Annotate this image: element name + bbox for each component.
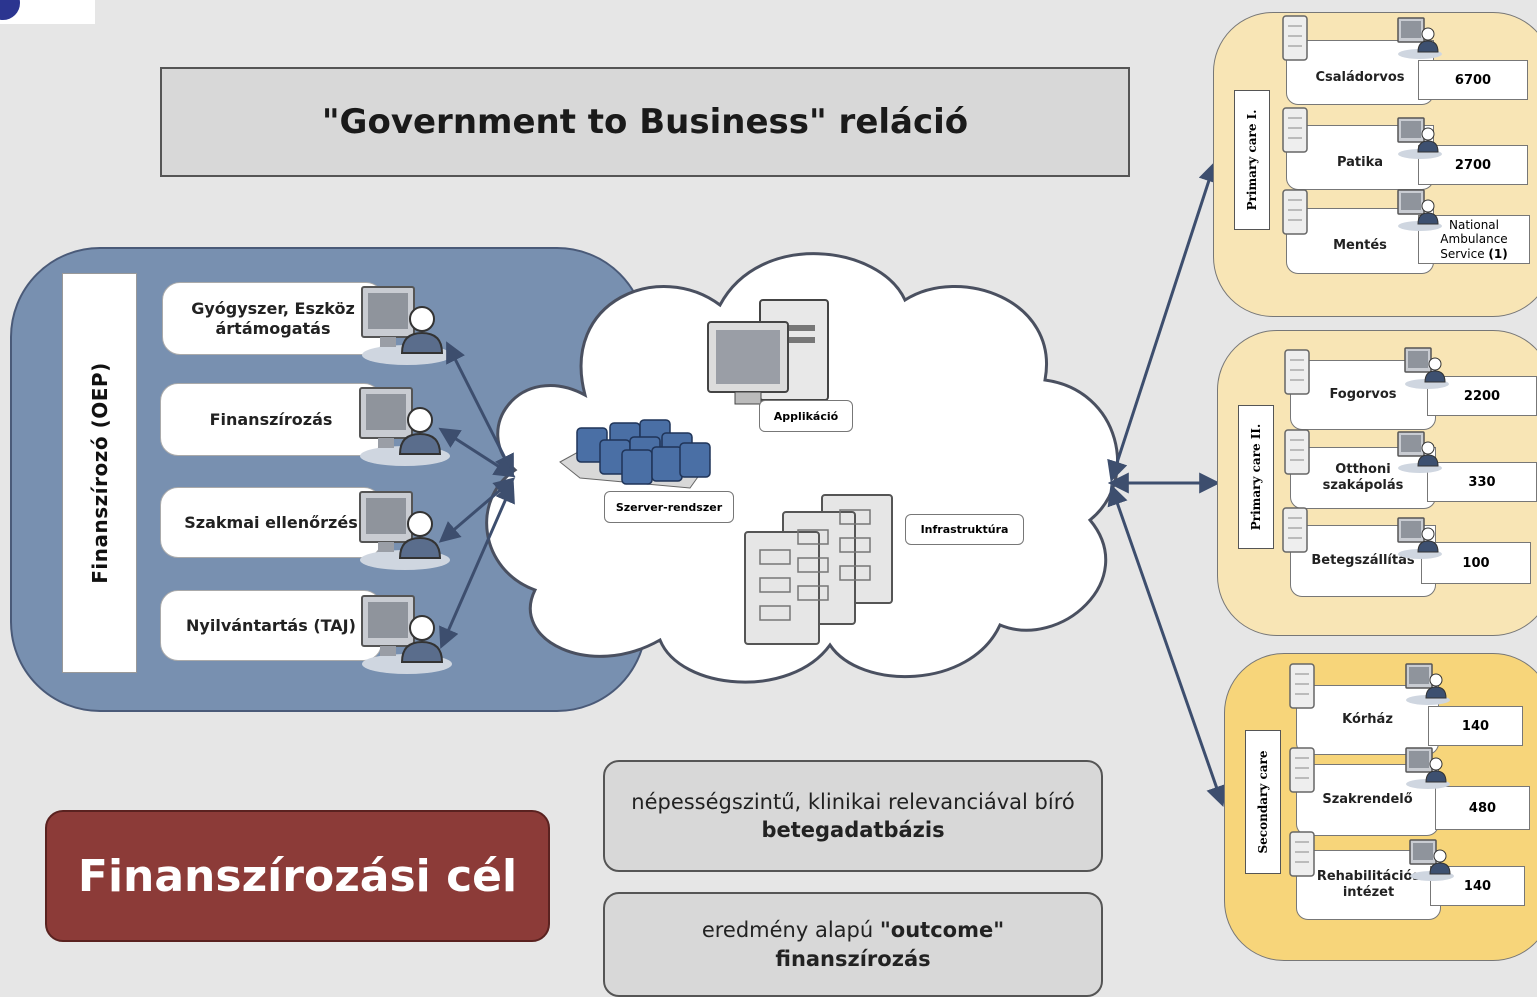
server-icon bbox=[1282, 507, 1308, 553]
entry-mentes: Mentés bbox=[1286, 208, 1434, 274]
database-cluster-icon bbox=[559, 419, 711, 489]
group-label: Secondary care bbox=[1245, 730, 1281, 874]
count-rehabilitacios: 140 bbox=[1430, 866, 1525, 906]
goal-banner: Finanszírozási cél bbox=[45, 810, 550, 942]
server-icon bbox=[1289, 747, 1315, 793]
arrow-financing bbox=[438, 427, 516, 478]
page-title: "Government to Business" reláció bbox=[160, 67, 1130, 177]
info-patient-database: népességszintű, klinikai relevanciával b… bbox=[603, 760, 1103, 872]
label-infrastructure: Infrastruktúra bbox=[905, 514, 1024, 545]
label-application: Applikáció bbox=[759, 400, 853, 432]
arrow-secondary bbox=[1107, 484, 1227, 807]
service-drug-subsidy: Gyógyszer, Eszköz ártámogatás bbox=[162, 282, 384, 355]
group-label: Primary care II. bbox=[1238, 405, 1274, 549]
count-fogorvos: 2200 bbox=[1427, 376, 1537, 416]
workstation-icon bbox=[1397, 517, 1443, 560]
count-otthoni: 330 bbox=[1427, 462, 1537, 502]
server-icon bbox=[1282, 107, 1308, 153]
info-outcome-financing: eredmény alapú "outcome"finanszírozás bbox=[603, 892, 1103, 997]
workstation-icon bbox=[1397, 189, 1443, 232]
oep-label: Finanszírozó (OEP) bbox=[62, 273, 137, 673]
application-computer-icon bbox=[707, 299, 829, 405]
workstation-icon bbox=[1409, 839, 1455, 882]
server-icon bbox=[1289, 831, 1315, 877]
service-financing: Finanszírozás bbox=[160, 383, 382, 456]
server-icon bbox=[1282, 15, 1308, 61]
server-icon bbox=[1282, 189, 1308, 235]
count-csaladorvos: 6700 bbox=[1418, 60, 1528, 100]
entry-szakrendelo: Szakrendelő bbox=[1296, 764, 1439, 836]
count-korhaz: 140 bbox=[1428, 706, 1523, 746]
file-cabinet-icon bbox=[744, 494, 893, 645]
logo-fragment bbox=[0, 0, 95, 24]
label-server: Szerver-rendszer bbox=[604, 491, 734, 523]
workstation-icon bbox=[1404, 347, 1450, 390]
server-icon bbox=[1284, 349, 1310, 395]
workstation-icon bbox=[1397, 17, 1443, 60]
service-registry: Nyilvántartás (TAJ) bbox=[160, 590, 382, 661]
workstation-icon bbox=[1397, 431, 1443, 474]
workstation-icon bbox=[1405, 663, 1451, 706]
arrow-primary-1 bbox=[1107, 161, 1219, 482]
count-szakrendelo: 480 bbox=[1435, 786, 1530, 830]
count-betegszallitas: 100 bbox=[1421, 542, 1531, 584]
server-icon bbox=[1289, 663, 1315, 709]
entry-otthoni: Otthoni szakápolás bbox=[1290, 447, 1436, 509]
group-label: Primary care I. bbox=[1234, 90, 1270, 230]
server-icon bbox=[1284, 429, 1310, 475]
arrow-registry bbox=[439, 481, 515, 649]
workstation-icon bbox=[1397, 117, 1443, 160]
count-mentes: National Ambulance Service (1) bbox=[1418, 215, 1530, 264]
workstation-icon bbox=[1405, 747, 1451, 790]
